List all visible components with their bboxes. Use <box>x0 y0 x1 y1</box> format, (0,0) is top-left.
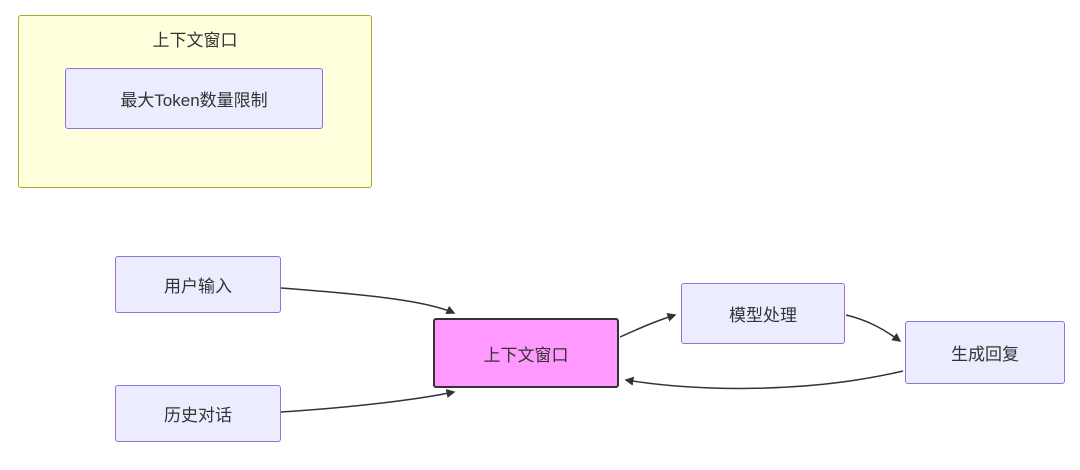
subgraph-title: 上下文窗口 <box>152 31 238 50</box>
edge-context-to-model <box>619 312 677 338</box>
edge-history-to-context <box>280 389 456 413</box>
edge-user-input-to-context <box>280 287 456 315</box>
node-user-input: 用户输入 <box>115 256 281 313</box>
node-model-processing: 模型处理 <box>681 283 845 344</box>
edge-model-to-reply <box>845 314 902 342</box>
node-generate-reply: 生成回复 <box>905 321 1065 384</box>
edge-reply-to-context <box>624 370 904 390</box>
node-max-token-limit: 最大Token数量限制 <box>65 68 323 129</box>
node-context-window: 上下文窗口 <box>433 318 619 388</box>
node-history-dialog: 历史对话 <box>115 385 281 442</box>
